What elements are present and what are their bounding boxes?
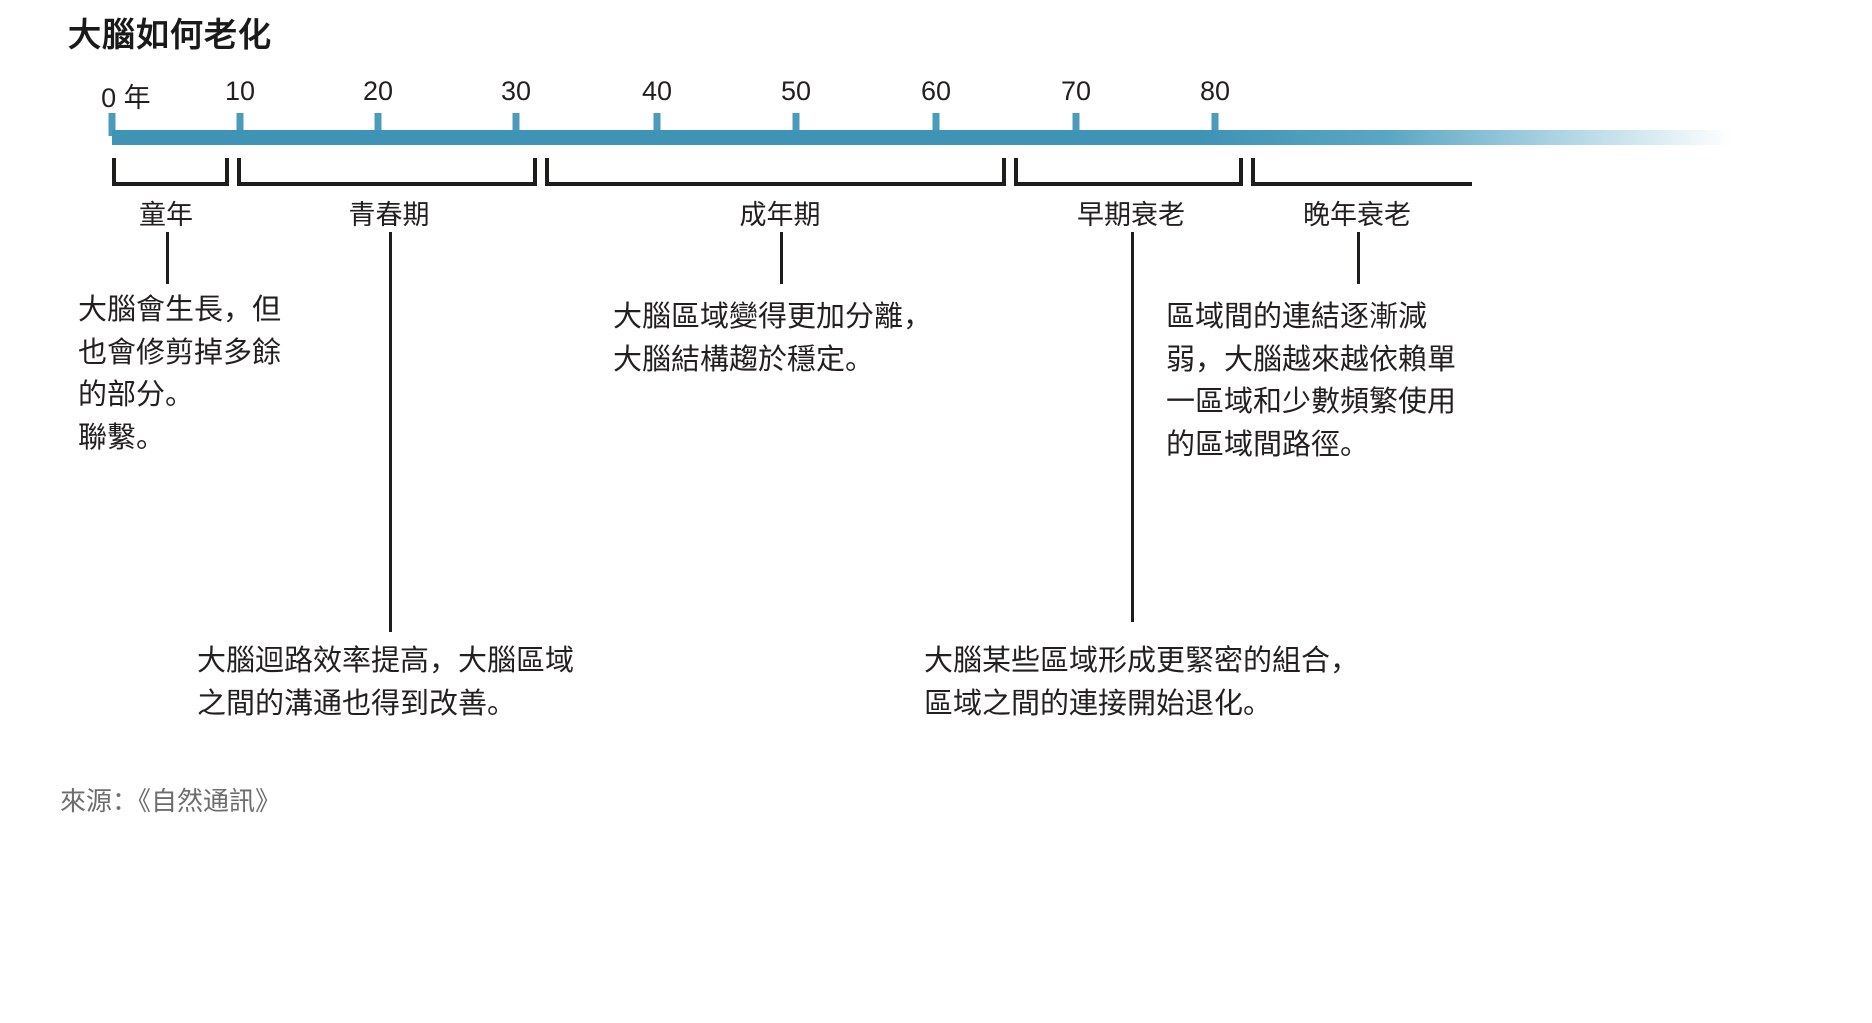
- stage-label: 成年期: [739, 200, 821, 230]
- axis-tick-label: 50: [780, 76, 812, 106]
- stage-label: 青春期: [348, 200, 430, 230]
- axis-tick-mark: [1211, 113, 1219, 136]
- axis-tick-mark: [932, 113, 940, 136]
- stage-label: 早期衰老: [1077, 200, 1185, 230]
- axis-tick-mark: [792, 113, 800, 136]
- annotation-leader-line: [1357, 232, 1360, 284]
- stage-bracket: [237, 158, 537, 186]
- axis-bar: [112, 130, 1748, 145]
- axis-tick-mark: [108, 113, 116, 136]
- annotation-leader-line: [166, 232, 169, 284]
- axis-tick-label: 60: [920, 76, 952, 106]
- page-title: 大腦如何老化: [68, 16, 272, 53]
- annotation-leader-line: [389, 232, 392, 632]
- stage-bracket: [545, 158, 1006, 186]
- axis-tick-mark: [653, 113, 661, 136]
- axis-tick-label: 30: [500, 76, 532, 106]
- annotation-leader-line: [1131, 232, 1134, 622]
- stage-label: 童年: [139, 200, 193, 230]
- source-caption: 來源：《自然通訊》: [60, 786, 282, 816]
- annotation-text: 大腦區域變得更加分離， 大腦結構趨於穩定。: [613, 301, 933, 376]
- annotation-leader-line: [780, 232, 783, 284]
- stage-bracket: [1251, 158, 1472, 186]
- axis-tick-label: 40: [641, 76, 673, 106]
- annotation-text: 大腦會生長，但 也會修剪掉多餘 的部分。 聯繫。: [78, 294, 282, 454]
- timeline-axis: 0 年 10 20 30 40 50 60 70 80 童年 青春期 成年期 早期衰老 晚年衰老: [0, 0, 1872, 230]
- axis-tick-mark: [374, 113, 382, 136]
- stage-label: 晚年衰老: [1303, 200, 1411, 230]
- axis-tick-mark: [236, 113, 244, 136]
- annotation-text: 大腦某些區域形成更緊密的組合， 區域之間的連接開始退化。: [924, 645, 1360, 720]
- axis-tick-label: 80: [1199, 76, 1231, 106]
- stage-bracket: [1014, 158, 1243, 186]
- annotation-text: 區域間的連結逐漸減 弱，大腦越來越依賴單 一區域和少數頻繁使用 的區域間路徑。: [1166, 301, 1457, 461]
- axis-tick-label: 0 年: [101, 83, 151, 113]
- annotation-text: 大腦迴路效率提高，大腦區域 之間的溝通也得到改善。: [197, 645, 575, 720]
- axis-tick-label: 10: [224, 76, 256, 106]
- stage-bracket: [112, 158, 229, 186]
- axis-tick-mark: [1072, 113, 1080, 136]
- axis-tick-label: 20: [362, 76, 394, 106]
- axis-tick-mark: [512, 113, 520, 136]
- axis-tick-label: 70: [1060, 76, 1092, 106]
